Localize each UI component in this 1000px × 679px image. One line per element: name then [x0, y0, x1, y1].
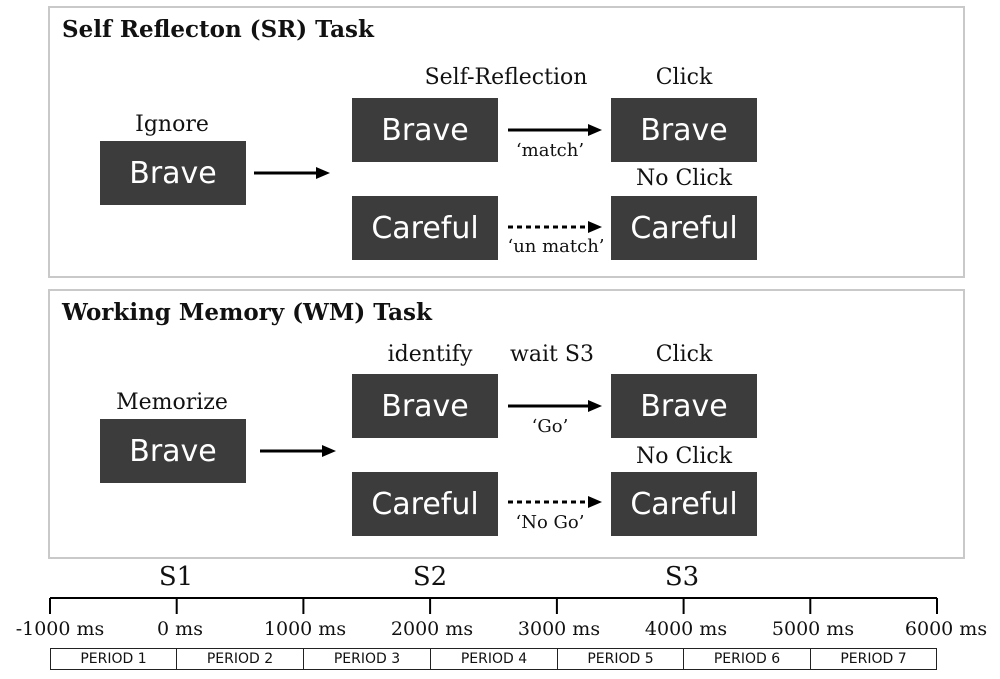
wm-noclick-word-box: Careful	[611, 472, 757, 536]
period-1: PERIOD 1	[50, 648, 177, 670]
wm-go-arrow	[508, 400, 602, 412]
sr-noclick-word-box: Careful	[611, 196, 757, 260]
wm-middle-label: identify	[387, 342, 473, 367]
wm-task-title: Working Memory (WM) Task	[62, 299, 432, 326]
sr-cue-word-box: Brave	[100, 141, 246, 205]
wm-cue-label: Memorize	[116, 390, 228, 415]
tick-label: 0 ms	[157, 618, 203, 640]
wm-nogo-arrow	[508, 496, 602, 508]
stimulus-label-s1: S1	[158, 562, 194, 592]
sr-unmatch-word-box: Careful	[352, 196, 498, 260]
tick-label: 5000 ms	[771, 618, 855, 640]
tick-label: 3000 ms	[517, 618, 601, 640]
wm-click-word-box: Brave	[611, 374, 757, 438]
wm-cue-word-box: Brave	[100, 419, 246, 483]
sr-unmatch-arrow	[508, 221, 602, 233]
wm-unmatch-word-box: Careful	[352, 472, 498, 536]
wm-cue-arrow	[260, 445, 336, 457]
wm-match-word-box: Brave	[352, 374, 498, 438]
tick-label: 1000 ms	[263, 618, 347, 640]
period-7: PERIOD 7	[810, 648, 937, 670]
sr-click-word-box: Brave	[611, 98, 757, 162]
sr-unmatch-arrow-label: ‘un match’	[507, 236, 605, 257]
period-6: PERIOD 6	[683, 648, 811, 670]
wm-nogo-arrow-label: ‘No Go’	[515, 512, 585, 533]
sr-task-title: Self Reflecton (SR) Task	[62, 16, 374, 43]
period-4: PERIOD 4	[430, 648, 558, 670]
period-3: PERIOD 3	[303, 648, 431, 670]
wm-noclick-label: No Click	[635, 444, 733, 469]
wm-go-arrow-label: ‘Go’	[531, 416, 569, 437]
sr-cue-label: Ignore	[135, 112, 209, 137]
tick-label: 6000 ms	[904, 618, 988, 640]
period-5: PERIOD 5	[557, 648, 684, 670]
tick-label: 2000 ms	[390, 618, 474, 640]
tick-label: -1000 ms	[15, 618, 105, 640]
period-2: PERIOD 2	[176, 648, 304, 670]
wm-click-label: Click	[655, 342, 713, 367]
sr-cue-arrow	[254, 167, 330, 179]
tick-label: 4000 ms	[644, 618, 728, 640]
sr-match-arrow-label: ‘match’	[515, 140, 585, 161]
sr-match-arrow	[508, 124, 602, 136]
sr-middle-label: Self-Reflection	[424, 65, 588, 90]
stimulus-label-s3: S3	[664, 562, 700, 592]
sr-click-label: Click	[655, 65, 713, 90]
sr-noclick-label: No Click	[635, 166, 733, 191]
sr-match-word-box: Brave	[352, 98, 498, 162]
wm-wait-label: wait S3	[510, 342, 594, 367]
timeline: S1 S2 S3 -1000 ms 0 ms 1000 ms 2000 ms 3…	[0, 560, 1000, 679]
stimulus-label-s2: S2	[412, 562, 448, 592]
timeline-axis	[49, 597, 938, 614]
